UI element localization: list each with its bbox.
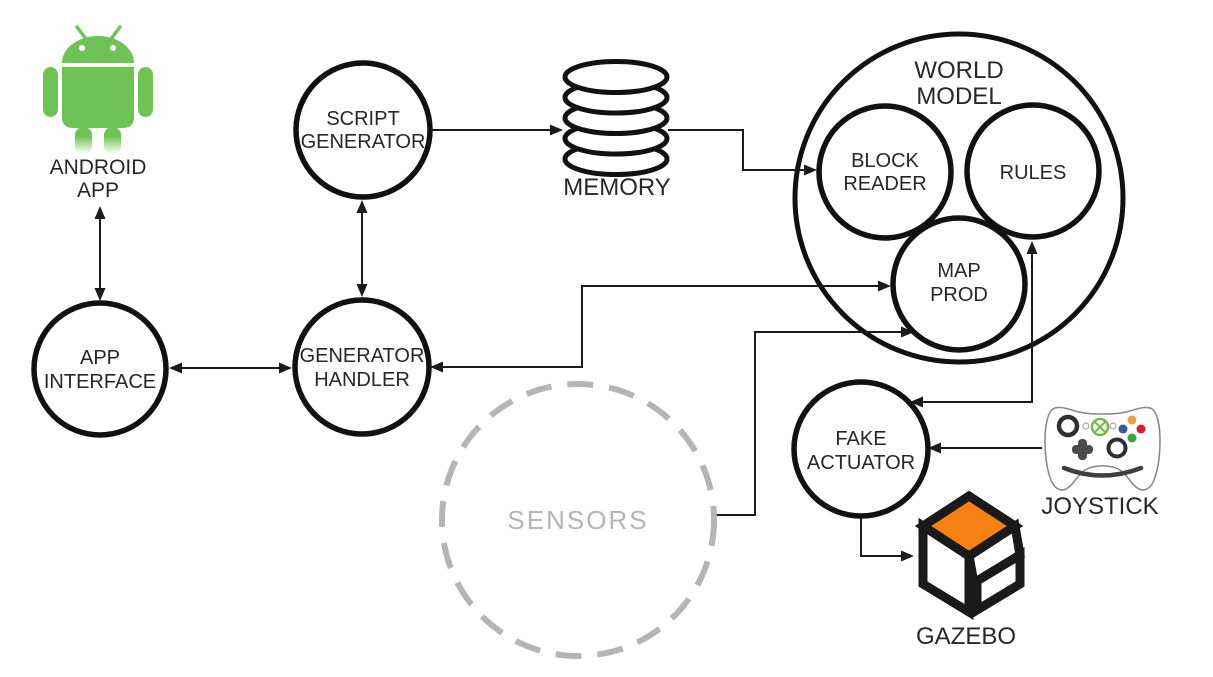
sensors-label: SENSORS [507,505,648,535]
android-left-leg [75,127,92,154]
x-button [1118,424,1128,434]
edge-app-interface-generator-handler [169,362,292,374]
map-prod-circle [890,215,1028,353]
world-model-label-line2: MODEL [916,83,1001,110]
fake-actuator-circle [791,379,931,519]
y-button [1127,415,1137,425]
edge-generator-handler-map-prod [430,280,891,373]
rules-label: RULES [1000,162,1067,184]
android-icon [43,25,153,154]
script-generator-label-line1: SCRIPT [326,108,399,130]
right-stick [1106,437,1128,459]
android-app-label-line1: ANDROID [50,156,147,179]
edge-joystick-fake-actuator [928,442,1042,454]
block-reader-label-line2: READER [843,173,926,195]
joystick-icon [1044,406,1161,491]
block-reader-circle [816,103,954,241]
b-button [1136,424,1146,434]
generator-handler-circle [292,297,432,437]
block-reader-label-line1: BLOCK [851,150,919,172]
android-app-label-line2: APP [77,179,119,202]
world-model-label-line1: WORLD [914,57,1003,84]
edge-android-app-interface [94,206,106,301]
memory-cylinder-icon [562,59,670,177]
joystick-label: JOYSTICK [1041,493,1158,520]
android-right-leg [104,127,121,154]
edge-script-generator-memory [431,124,563,136]
edge-sensors-map-prod [713,326,914,516]
edge-fake-actuator-rules [910,241,1038,408]
generator-handler-label-line2: HANDLER [314,369,410,391]
script-generator-label-line2: GENERATOR [301,131,426,153]
app-interface-label-line2: INTERFACE [44,371,156,393]
edge-memory-block-reader [668,129,817,176]
edge-script-generator-generator-handler [356,200,368,297]
generator-handler-label-line1: GENERATOR [300,345,425,367]
map-prod-label-line1: MAP [937,260,980,282]
edge-fake-actuator-gazebo [860,517,914,562]
app-interface-circle [31,300,169,438]
fake-actuator-label-line2: ACTUATOR [807,452,915,474]
left-stick [1056,414,1080,438]
fake-actuator-label-line1: FAKE [835,428,886,450]
sensors-circle [439,381,717,659]
a-button [1127,433,1137,443]
gazebo-icon [914,490,1025,621]
map-prod-label-line2: PROD [930,284,988,306]
rules-circle [964,102,1102,240]
script-generator-circle [293,60,433,200]
memory-label: MEMORY [563,174,671,201]
app-interface-label-line1: APP [80,347,120,369]
gazebo-label: GAZEBO [916,623,1016,650]
